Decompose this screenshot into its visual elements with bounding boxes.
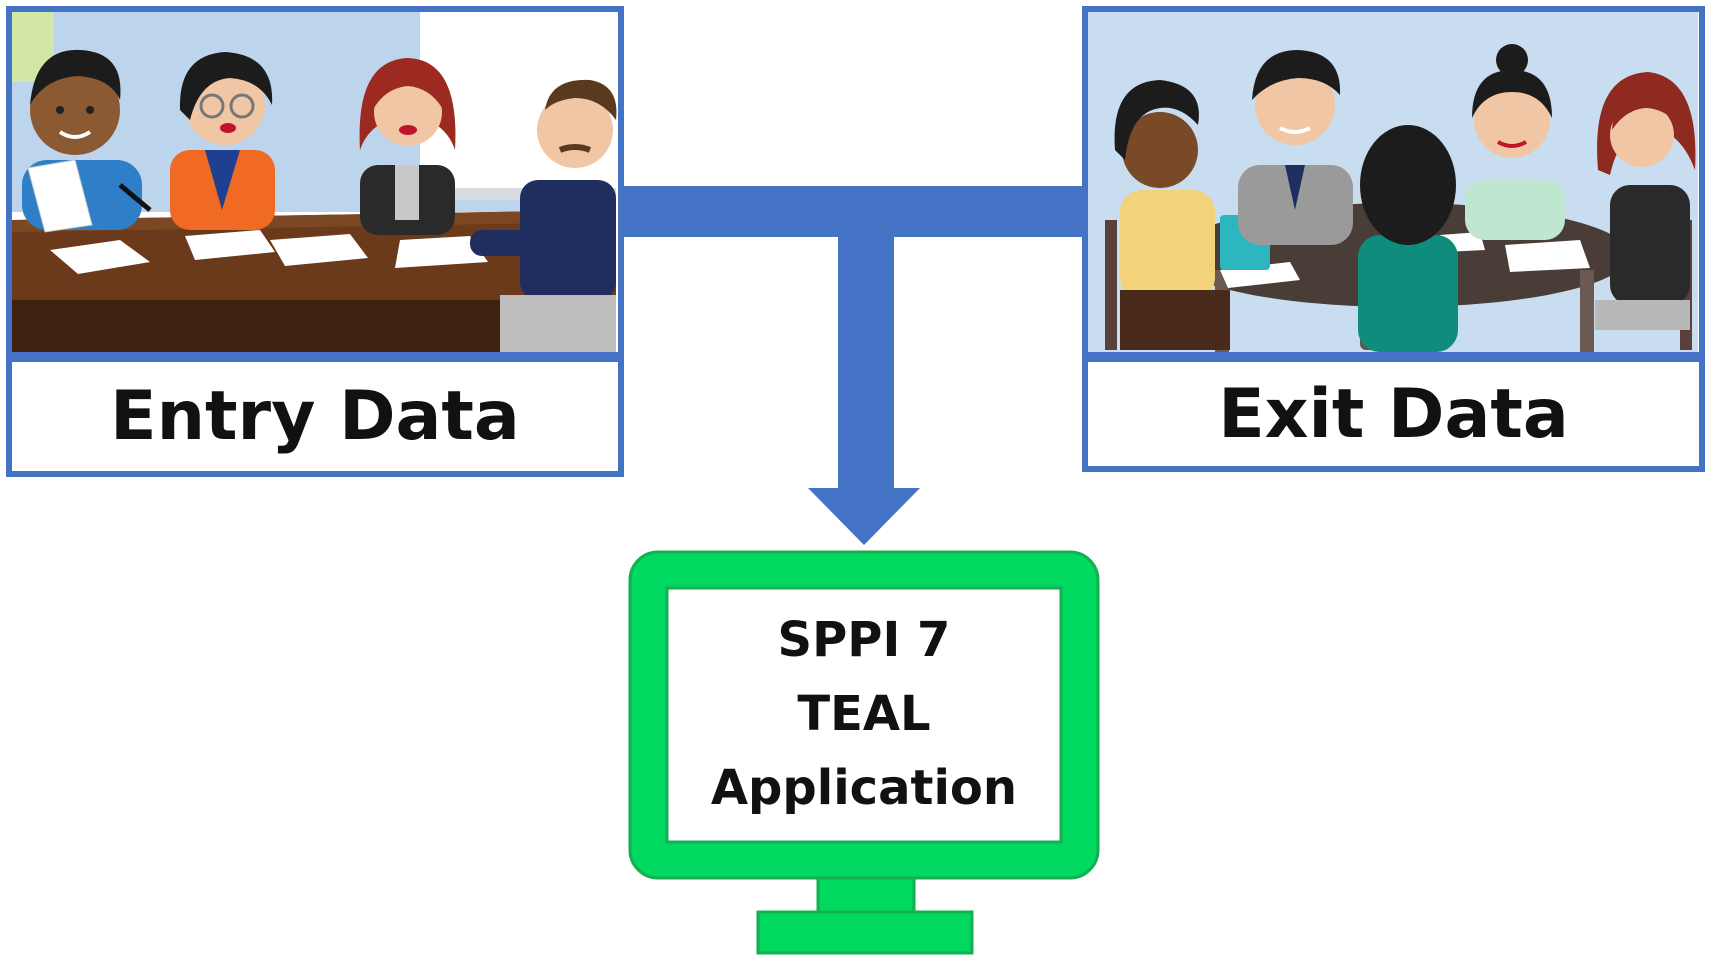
screen-line-1: SPPI 7 bbox=[777, 612, 951, 668]
entry-caption-box: Entry Data bbox=[6, 358, 624, 477]
connector-horizontal-bar bbox=[618, 186, 1090, 237]
connector-vertical-bar bbox=[838, 230, 894, 490]
screen-line-3: Application bbox=[710, 760, 1018, 816]
exit-image-frame bbox=[1082, 6, 1705, 358]
arrow-head-icon bbox=[808, 488, 920, 545]
exit-meeting-illustration bbox=[1088, 12, 1698, 352]
entry-image-frame bbox=[6, 6, 624, 358]
entry-data-label: Entry Data bbox=[110, 377, 520, 456]
monitor-icon bbox=[628, 550, 1100, 955]
entry-meeting-illustration bbox=[12, 12, 617, 352]
exit-caption-box: Exit Data bbox=[1082, 358, 1705, 472]
monitor-screen bbox=[665, 586, 1063, 844]
screen-line-2: TEAL bbox=[797, 686, 931, 742]
connector-arrow bbox=[618, 186, 1090, 545]
exit-data-label: Exit Data bbox=[1218, 374, 1569, 454]
monitor-screen-text: SPPI 7 TEAL Application bbox=[667, 603, 1061, 825]
monitor-stand-base bbox=[756, 910, 974, 955]
